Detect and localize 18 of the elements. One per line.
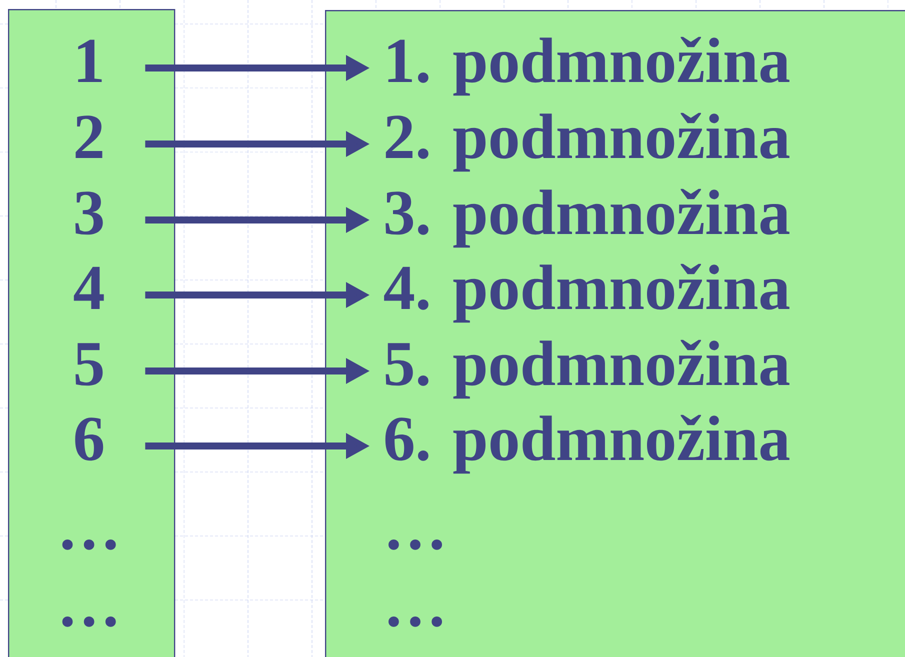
item-label: 4 [74, 266, 104, 309]
item-label: 5 [76, 343, 103, 386]
item-label: 1. podmnožina [388, 36, 790, 96]
item-label: 5. podmnožina [386, 340, 790, 399]
panel [8, 9, 176, 657]
item-label: 1 [78, 40, 102, 82]
item-label: 3. podmnožina [386, 188, 790, 248]
item-label: … [62, 616, 116, 627]
item-label: … [388, 540, 442, 550]
item-label: … [388, 616, 442, 627]
item-label: 3 [75, 192, 103, 235]
item-label: 4. podmnožina [384, 264, 790, 323]
item-label: … [62, 540, 116, 550]
item-label: 6 [75, 418, 104, 461]
item-label: 2. podmnožina [386, 112, 790, 172]
panel [325, 10, 905, 657]
item-label: 6. podmnožina [385, 414, 790, 474]
item-label: 2 [76, 116, 102, 158]
